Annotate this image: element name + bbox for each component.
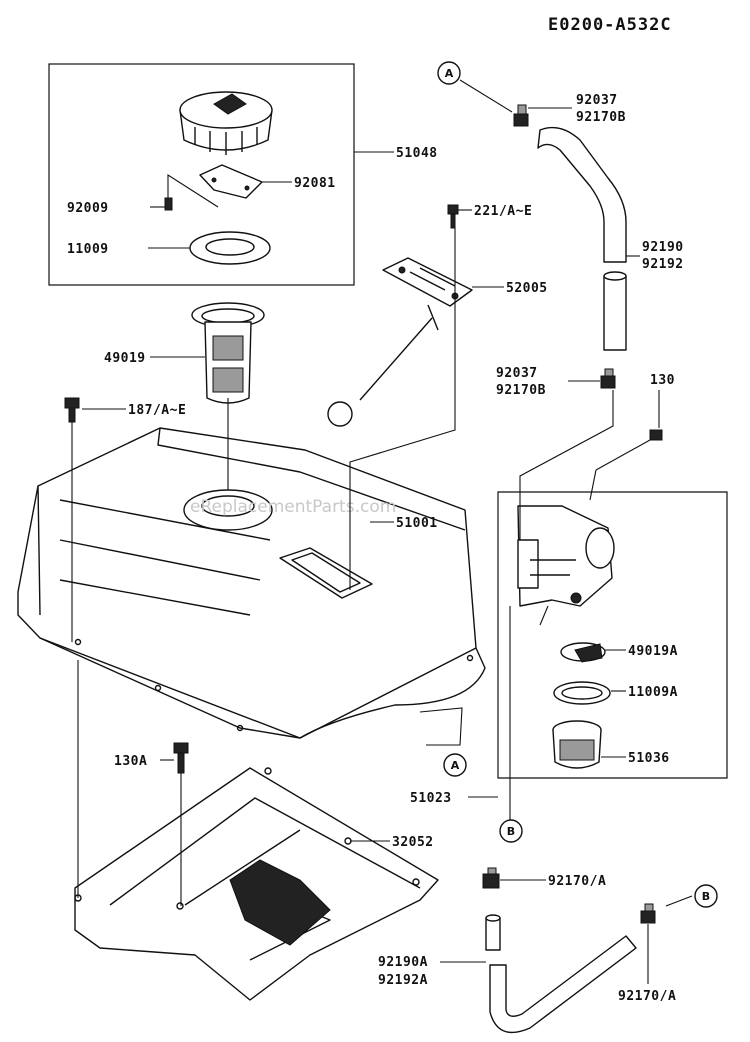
tank-bolt-icon [64,397,80,423]
label-92190: 92190 [642,240,684,255]
label-49019a: 49019A [628,644,678,659]
label-92170b-mid: 92170B [496,383,546,398]
hose-clamp-bottom-icon [482,867,500,889]
label-51048: 51048 [396,146,438,161]
label-92081: 92081 [294,176,336,191]
fuel-tank-icon [17,427,486,739]
fuel-hose-bottom-icon [485,914,637,1034]
callout-b-bottom: B [694,884,718,908]
fuel-cock-box [497,491,728,779]
label-92037-mid: 92037 [496,366,538,381]
svg-text:B: B [702,890,710,903]
label-32052: 32052 [392,835,434,850]
callout-a-bottom: A [443,753,467,777]
label-221: 221/A~E [474,204,532,219]
fuel-cap-icon [179,91,273,155]
label-11009: 11009 [67,242,109,257]
cap-washer-icon [189,231,271,265]
tank-guard-icon [74,767,439,1001]
label-92009: 92009 [67,201,109,216]
hose-clamp-mid-icon [600,368,616,389]
label-130a: 130A [114,754,147,769]
label-92170a-mid: 92170/A [548,874,606,889]
svg-text:A: A [451,759,460,772]
filter-cup-51036-icon [552,720,602,769]
label-11009a: 11009A [628,685,678,700]
label-49019: 49019 [104,351,146,366]
callout-a-top: A [437,61,461,85]
label-92192a: 92192A [378,973,428,988]
label-92190a: 92190A [378,955,428,970]
svg-text:A: A [445,67,454,80]
cap-gasket-icon [199,164,263,199]
guard-bolt-icon [173,742,189,774]
label-130: 130 [650,373,675,388]
leader-lines [71,79,693,984]
fuel-strainer-icon [191,302,265,404]
label-51023: 51023 [410,791,452,806]
cock-bolt-icon [595,429,663,471]
callout-b-mid: B [499,819,523,843]
strainer-49019a-icon [560,642,606,663]
label-51001: 51001 [396,516,438,531]
label-92037-top: 92037 [576,93,618,108]
diagram-code: E0200-A532C [548,15,672,35]
label-51036: 51036 [628,751,670,766]
label-92170b-top: 92170B [576,110,626,125]
fuel-hose-icon [537,126,627,351]
label-187: 187/A~E [128,403,186,418]
watermark: eReplacementParts.com [190,497,396,517]
label-52005: 52005 [506,281,548,296]
fuel-gauge-icon [327,257,473,427]
label-92170a-bottom: 92170/A [618,989,676,1004]
svg-text:B: B [507,825,515,838]
label-92192: 92192 [642,257,684,272]
hose-clamp-end-icon [640,903,656,924]
gauge-screw-icon [447,204,459,229]
hose-clamp-top-icon [513,104,529,127]
gasket-11009a-icon [553,681,611,705]
fuel-cock-icon [517,505,615,607]
cap-kit-box [48,63,355,286]
cap-screw-icon [164,173,219,211]
